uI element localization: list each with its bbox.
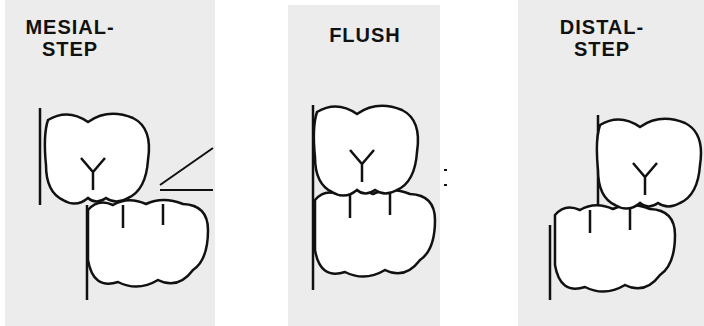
panel-title: FLUSH bbox=[310, 24, 420, 46]
panel-ground bbox=[518, 0, 704, 326]
panel-ground bbox=[288, 5, 440, 326]
panel-ground bbox=[5, 0, 215, 326]
panel-title: DISTAL- STEP bbox=[542, 16, 662, 60]
panel-title: MESIAL- STEP bbox=[10, 16, 130, 60]
